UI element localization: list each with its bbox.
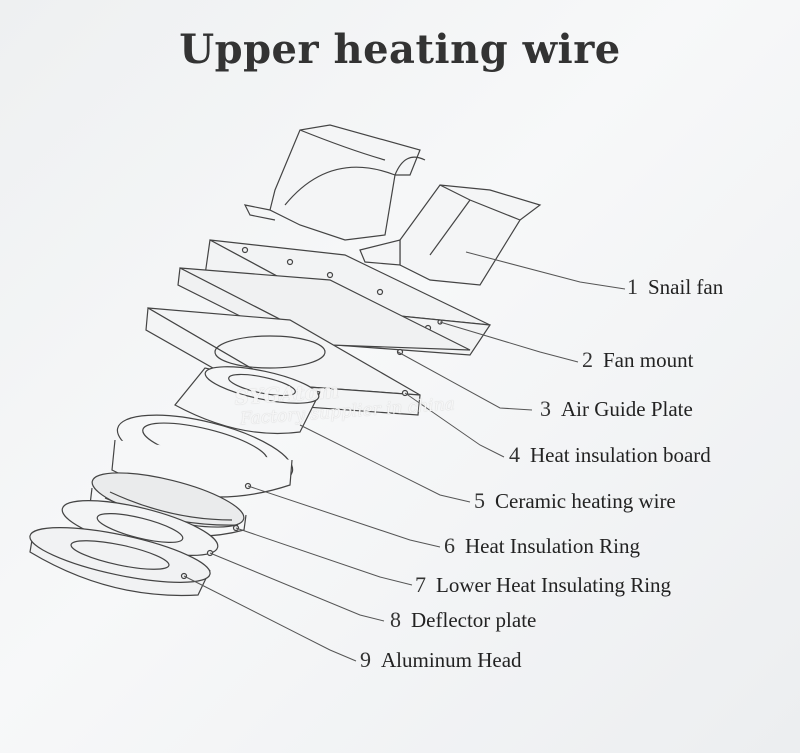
part-name: Fan mount [603,348,694,372]
aluminum-head [29,527,211,597]
part-name: Heat insulation board [530,443,711,467]
leader-line-7 [235,527,413,586]
leader-line-6 [247,485,441,548]
part-name: Lower Heat Insulating Ring [436,573,672,597]
leader-line-3 [397,351,533,411]
snail-fan-right [359,184,542,286]
part-label-lower-heat-insulating-ring: 7 Lower Heat Insulating Ring [415,572,671,598]
part-name: Ceramic heating wire [495,489,676,513]
part-name: Deflector plate [411,608,537,632]
part-label-snail-fan: 1 Snail fan [627,274,723,300]
part-number: 7 [415,572,426,597]
diagram-title: Upper heating wire [179,26,621,73]
part-name: Aluminum Head [381,648,522,672]
part-label-fan-mount: 2 Fan mount [582,347,693,373]
part-label-deflector-plate: 8 Deflector plate [390,607,536,633]
snail-fan-left [243,124,426,241]
part-label-heat-insulation-ring: 6 Heat Insulation Ring [444,533,640,559]
part-number: 8 [390,607,401,632]
deflector-plate [61,499,219,557]
leader-lines [183,251,626,662]
ceramic-heating-wire [174,366,321,435]
leader-line-1 [465,251,626,290]
part-label-air-guide-plate: 3 Air Guide Plate [540,396,693,422]
part-label-heat-insulation-board: 4 Heat insulation board [509,442,711,468]
part-name: Air Guide Plate [561,397,693,421]
part-name: Heat Insulation Ring [465,534,640,558]
leader-line-8 [209,552,385,622]
part-number: 2 [582,347,593,372]
leader-line-5 [299,424,471,503]
leader-line-9 [183,575,357,662]
part-label-ceramic-heating-wire: 5 Ceramic heating wire [474,488,676,514]
part-number: 4 [509,442,520,467]
part-number: 1 [627,274,638,299]
part-label-aluminum-head: 9 Aluminum Head [360,647,522,673]
part-number: 3 [540,396,551,421]
part-name: Snail fan [648,275,724,299]
part-number: 9 [360,647,371,672]
leader-line-2 [439,321,579,363]
part-number: 6 [444,533,455,558]
part-number: 5 [474,488,485,513]
leader-line-4 [404,392,505,458]
